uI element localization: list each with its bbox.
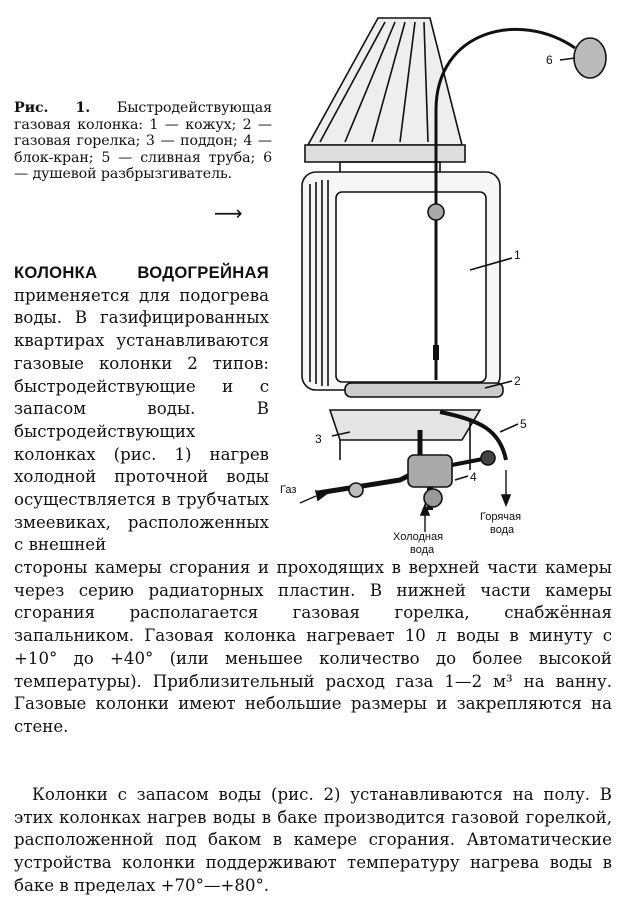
tray (328, 409, 482, 441)
figure-caption: Рис. 1. Быстродействующая газовая колонк… (14, 100, 272, 183)
label-gas: Газ (280, 484, 296, 496)
drain-pipe (439, 410, 508, 461)
label-hot-water-2: вода (490, 524, 515, 536)
callout-2: 2 (514, 374, 521, 388)
shower-tube (434, 27, 576, 380)
label-cold-water-2: вода (410, 544, 435, 556)
valve-block (407, 454, 453, 488)
article-paragraph-1: стороны камеры сгорания и проходящих в в… (14, 558, 612, 736)
callout-6: 6 (546, 53, 553, 67)
article-paragraph-2-text: Колонки с запасом воды (рис. 2) устанавл… (14, 785, 612, 895)
label-cold-water-1: Холодная (393, 531, 443, 543)
callout-4: 4 (470, 470, 477, 484)
article-narrow-text: применяется для подогрева воды. В газифи… (14, 285, 269, 555)
shower-head (573, 37, 607, 79)
burner (344, 382, 504, 398)
callout-3: 3 (315, 432, 322, 446)
article-term: КОЛОНКА ВОДОГРЕЙНАЯ (14, 263, 269, 282)
caption-arrow: ⟶ (214, 201, 243, 225)
callout-1: 1 (514, 248, 521, 262)
callout-5: 5 (520, 417, 527, 431)
article-paragraph-2: Колонки с запасом воды (рис. 2) устанавл… (14, 784, 612, 898)
caption-label: Рис. 1. (14, 100, 91, 116)
article-intro: КОЛОНКА ВОДОГРЕЙНАЯ применяется для подо… (14, 262, 269, 557)
label-hot-water-1: Горячая (480, 511, 521, 523)
water-heater-illustration: 1 2 3 4 5 6 Газ Холодная вода Горячая во… (280, 17, 607, 556)
caption-text: Быстродействующая газовая колонка: 1 — к… (14, 100, 272, 183)
